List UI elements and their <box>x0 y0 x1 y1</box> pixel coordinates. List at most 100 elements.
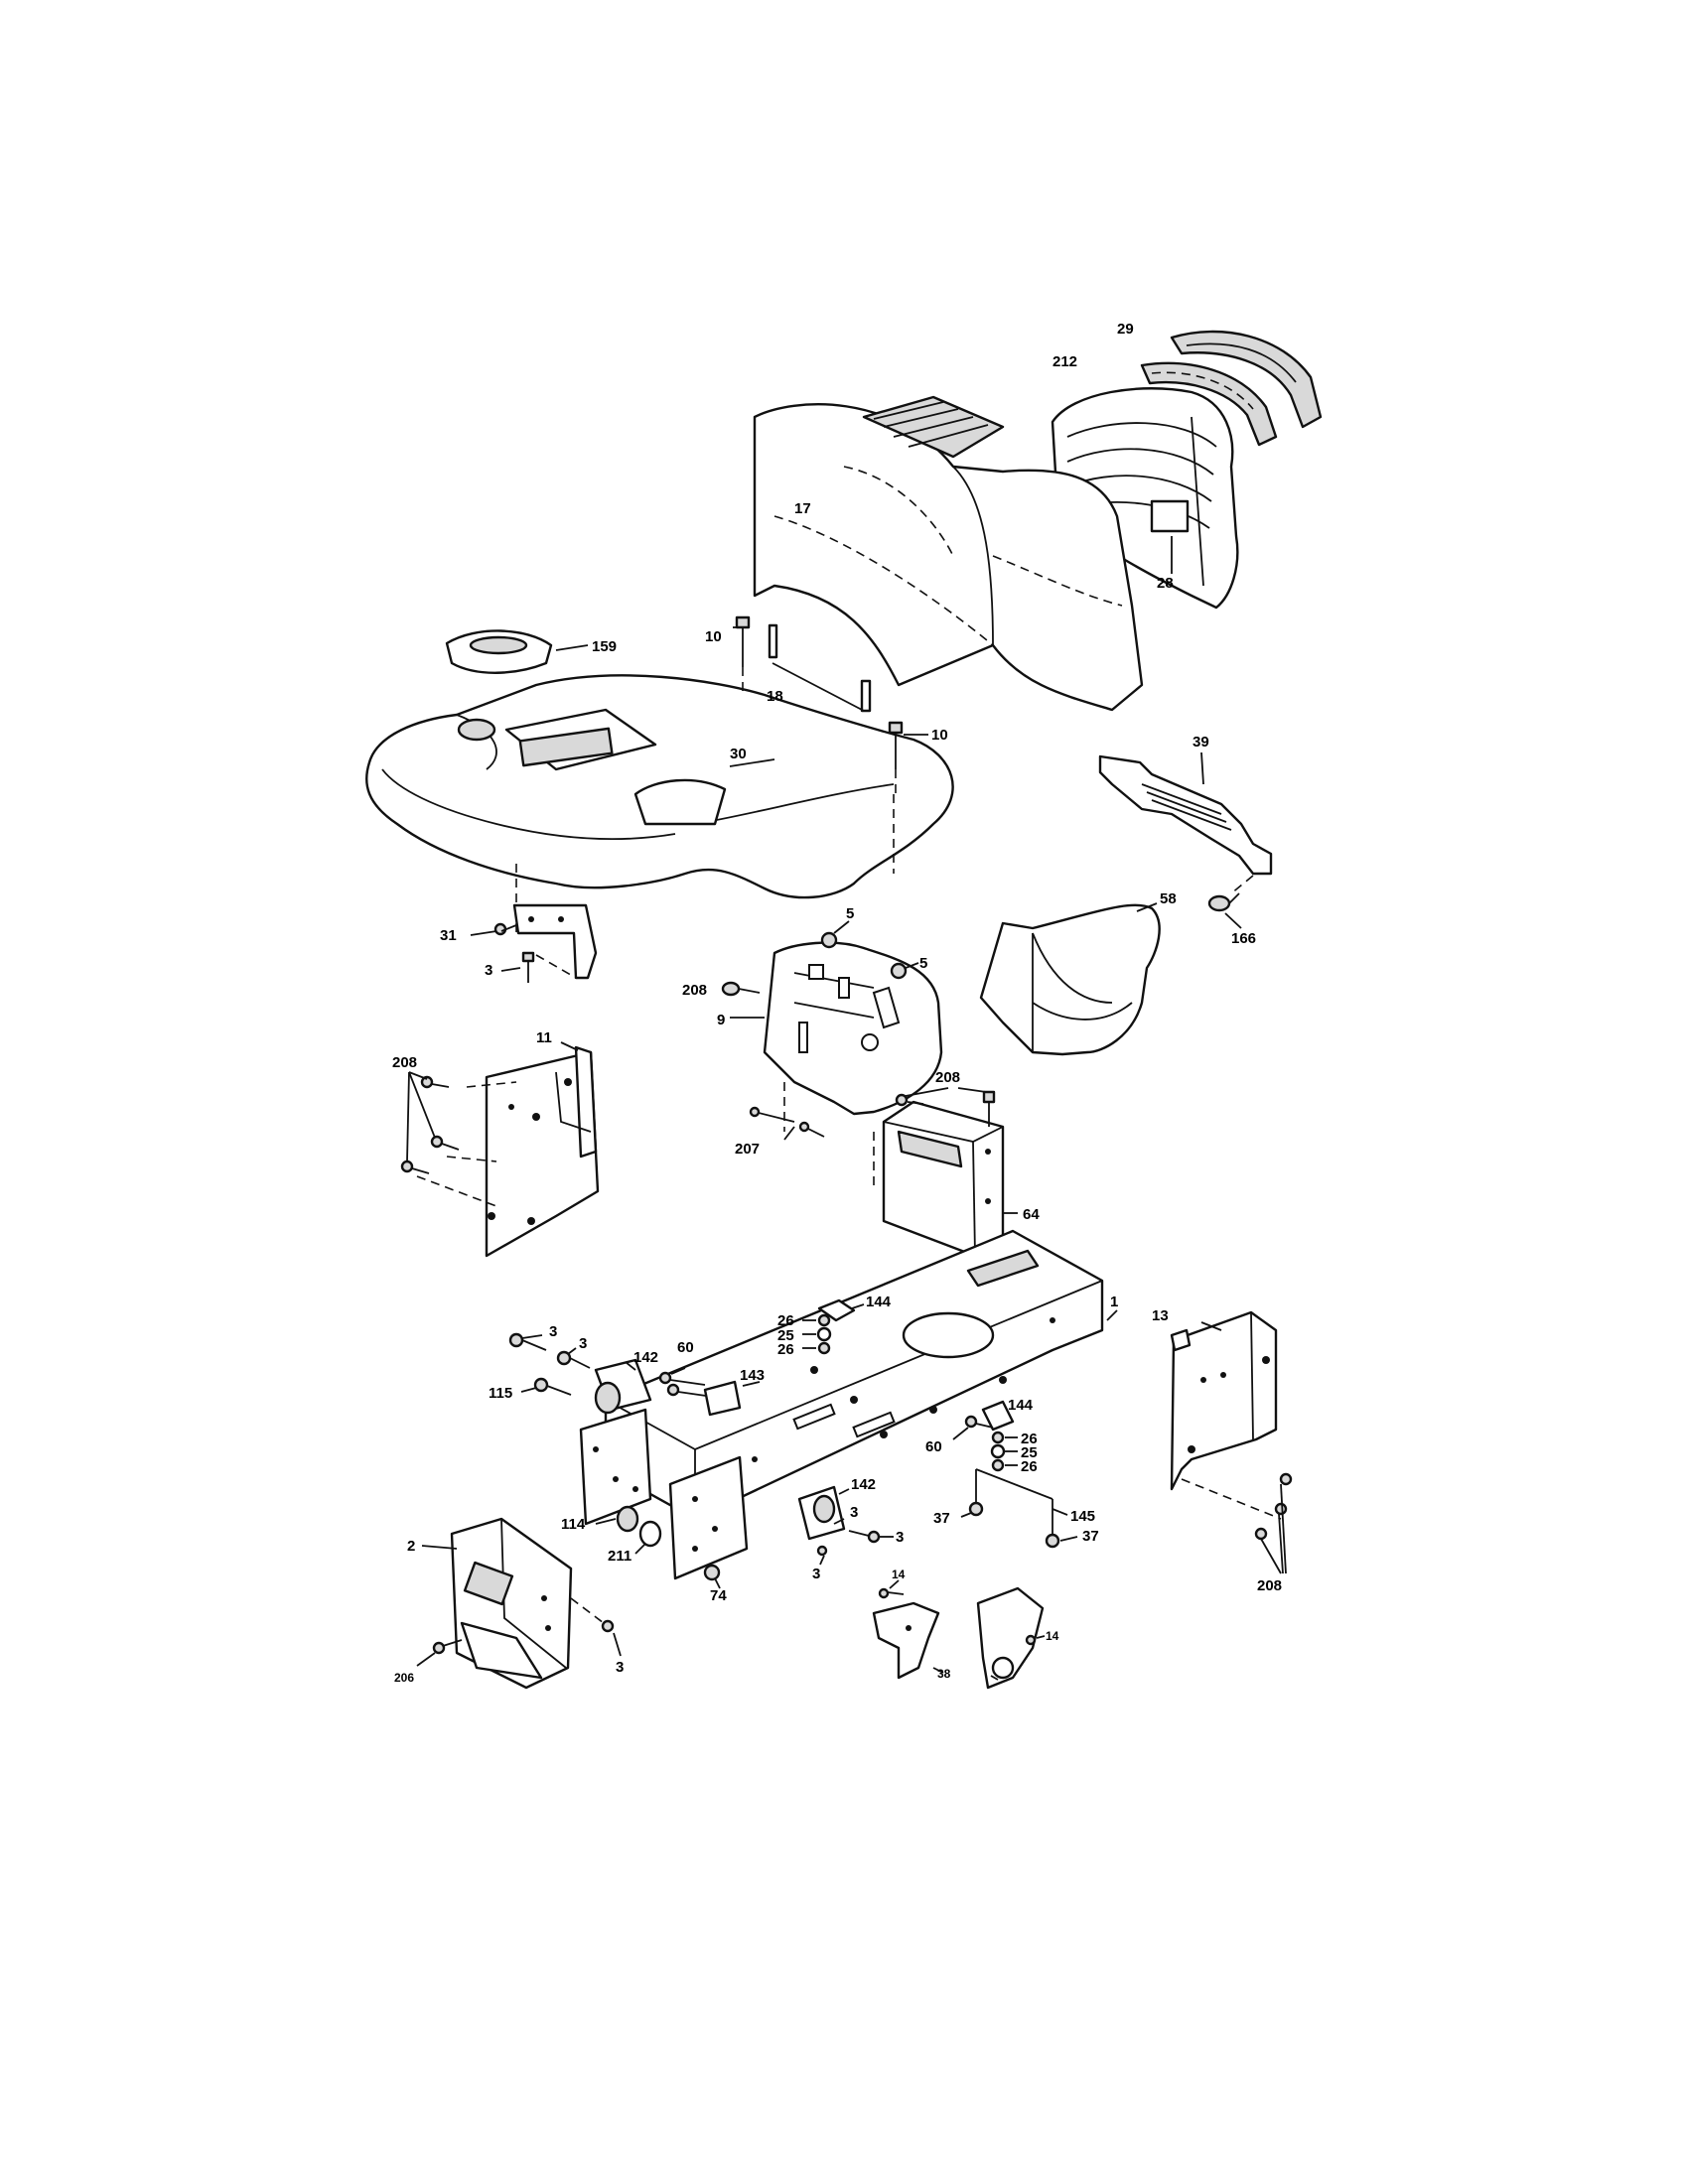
callout-208-housing: 208 <box>935 1069 960 1086</box>
part-143-bracket <box>703 1380 761 1417</box>
part-60-bolt-right <box>952 1415 994 1440</box>
callout-3-front: 3 <box>616 1659 624 1676</box>
callout-3-right-b: 3 <box>896 1529 904 1546</box>
part-5-nut-right <box>890 962 919 980</box>
part-145-rod <box>975 1468 1068 1537</box>
callout-60-right: 60 <box>925 1438 942 1455</box>
callout-3-right-a: 3 <box>850 1504 858 1521</box>
callout-25-upper: 25 <box>777 1327 794 1344</box>
callout-208-right-panel: 208 <box>1257 1577 1282 1594</box>
callout-31: 31 <box>440 927 457 944</box>
part-211-spacer <box>634 1520 662 1555</box>
callout-10-upper: 10 <box>705 628 722 645</box>
callout-142-right: 142 <box>851 1476 876 1493</box>
callout-5-left: 5 <box>846 905 854 922</box>
callout-58: 58 <box>1160 890 1177 907</box>
part-10-bolt-lower <box>888 721 928 794</box>
callout-26-upper-b: 26 <box>777 1341 794 1358</box>
callout-labels: 29 212 17 28 159 10 18 10 30 39 31 3 5 5… <box>392 321 1282 1685</box>
part-208-screws-left-panel <box>400 1071 460 1174</box>
part-142-plate-left <box>594 1358 652 1415</box>
part-206-screw <box>416 1639 463 1667</box>
callout-206: 206 <box>394 1671 414 1685</box>
part-1-main-frame <box>604 1229 1118 1521</box>
callout-60-left: 60 <box>677 1339 694 1356</box>
callout-143: 143 <box>740 1367 765 1384</box>
callout-14-right: 14 <box>1046 1629 1059 1643</box>
part-3-screw-front <box>570 1597 622 1657</box>
callout-38: 38 <box>937 1667 951 1681</box>
callout-37-right: 37 <box>1082 1528 1099 1545</box>
callout-144-lower: 144 <box>1008 1397 1034 1414</box>
part-142-plate-right <box>797 1485 850 1541</box>
part-14-screw-left <box>878 1579 905 1599</box>
callout-3-right-c: 3 <box>812 1566 820 1582</box>
part-18-clip <box>768 623 872 713</box>
part-2-front-bracket <box>421 1517 573 1690</box>
part-58-belt-cover <box>979 902 1161 1056</box>
callout-13: 13 <box>1152 1307 1169 1324</box>
callout-10-lower: 10 <box>931 727 948 744</box>
callout-3-upper-left-b: 3 <box>579 1335 587 1352</box>
part-5-nut-left <box>820 920 850 949</box>
callout-25-lower: 25 <box>1021 1444 1038 1461</box>
part-38-bracket-right <box>976 1586 1045 1690</box>
callout-26-upper-a: 26 <box>777 1312 794 1329</box>
callout-115: 115 <box>489 1385 512 1402</box>
part-74-nut <box>703 1564 721 1589</box>
callout-64: 64 <box>1023 1206 1040 1223</box>
callout-37-left: 37 <box>933 1510 950 1527</box>
part-166-knob <box>1207 875 1254 929</box>
callout-144-upper: 144 <box>866 1294 892 1310</box>
part-208-screw-dash <box>721 981 761 997</box>
part-208-screws-right-panel <box>1254 1472 1293 1574</box>
callout-18: 18 <box>767 688 783 705</box>
callout-1: 1 <box>1110 1294 1118 1310</box>
part-37-fastener-right <box>1045 1533 1078 1549</box>
callout-212: 212 <box>1052 353 1077 370</box>
part-3-screws-upper-left <box>508 1332 591 1369</box>
part-13-right-panel <box>1170 1310 1282 1520</box>
part-9-dash-panel <box>730 941 943 1132</box>
callout-30: 30 <box>730 746 747 762</box>
part-207-bolts <box>749 1106 825 1141</box>
part-3-screw-bracket <box>500 951 535 983</box>
callout-211: 211 <box>608 1548 632 1565</box>
part-10-bolt-upper <box>733 615 751 695</box>
part-30-fender <box>365 674 954 899</box>
part-64-housing <box>873 1100 1018 1258</box>
callout-17: 17 <box>794 500 811 517</box>
callout-145: 145 <box>1070 1508 1095 1525</box>
callout-11: 11 <box>536 1029 552 1046</box>
callout-3-upper-left-a: 3 <box>549 1323 557 1340</box>
callout-208-left-panel: 208 <box>392 1054 417 1071</box>
callout-159: 159 <box>592 638 617 655</box>
callout-28: 28 <box>1157 575 1174 592</box>
part-212-grille-insert <box>1140 361 1278 447</box>
part-39-bracket <box>1098 751 1273 876</box>
callout-114: 114 <box>561 1516 586 1533</box>
part-11-left-panel <box>416 1041 600 1258</box>
callout-26-lower-a: 26 <box>1021 1431 1038 1447</box>
hood-louvers <box>862 395 1005 459</box>
frame-side-plate-mid <box>668 1455 749 1580</box>
callout-207: 207 <box>735 1141 760 1158</box>
callout-29: 29 <box>1117 321 1134 338</box>
part-14-screw-right <box>1025 1634 1046 1646</box>
frame-side-plate-left <box>579 1408 652 1526</box>
callout-5-right: 5 <box>919 955 927 972</box>
callout-208-dash: 208 <box>682 982 707 999</box>
callout-166: 166 <box>1231 930 1256 947</box>
part-114-bushing <box>595 1505 639 1533</box>
part-37-fastener-left <box>960 1501 984 1518</box>
part-144-stack-upper <box>802 1298 865 1355</box>
part-144-stack-lower <box>981 1400 1018 1472</box>
callout-3-bracket: 3 <box>485 962 492 979</box>
part-38-bracket-left <box>872 1601 944 1680</box>
part-29-trim-strip <box>1170 330 1323 429</box>
part-159-cup-holder <box>445 629 589 674</box>
leader-30 <box>729 758 775 767</box>
callout-9: 9 <box>717 1012 725 1028</box>
part-115-screw <box>520 1377 572 1396</box>
